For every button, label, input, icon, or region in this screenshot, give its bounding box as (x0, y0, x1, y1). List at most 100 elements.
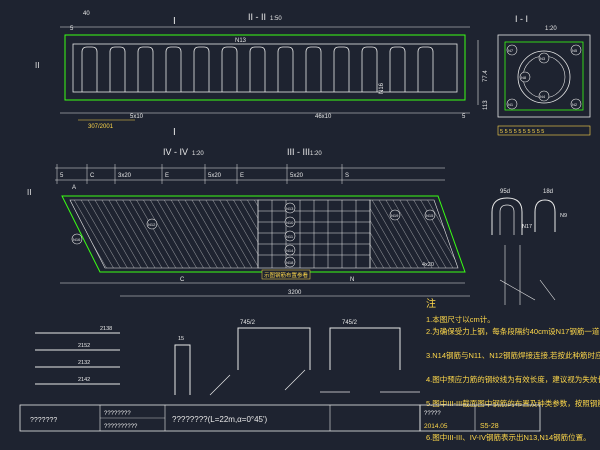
hook-b-label: 18d (543, 189, 553, 195)
plan-tag: N19 (389, 209, 401, 221)
plan-title-2-scale: 1:20 (310, 151, 322, 157)
plan-dim-label: C (90, 173, 95, 179)
section-I-dim-row (497, 125, 591, 136)
bottom-section-mark: I (173, 127, 176, 138)
svg-text:N19: N19 (391, 213, 399, 218)
plan-tag: N16 (71, 233, 83, 245)
plan-dim-label: 3x20 (118, 173, 132, 179)
top-bay (221, 46, 238, 92)
note-4: 4.图中预应力筋的钢绞线为有效长度，建议视为失效长度。 (426, 374, 600, 384)
svg-text:N11: N11 (286, 234, 294, 239)
top-bay (193, 46, 210, 92)
side-dim-113: 113 (483, 100, 489, 110)
plan-dim-label: 5x20 (208, 173, 222, 179)
top-dim-40: 40 (83, 11, 90, 17)
section-tag: N8 (519, 71, 531, 83)
svg-text:N13: N13 (286, 206, 294, 211)
side-dim-77: 77.4 (483, 70, 489, 82)
top-bay (137, 46, 154, 92)
notes-panel: 注 1.本图尺寸以cm计。 2.为确保受力上钢，每条段隔约40cm设N17钢筋一… (426, 297, 600, 442)
hook-a-label: 95d (500, 189, 510, 195)
plan-tag: N13 (284, 202, 296, 214)
top-bay (109, 46, 126, 92)
section-I-outline (497, 34, 591, 118)
top-bay (305, 46, 322, 92)
bar-dim-1: 2138 (100, 326, 112, 332)
svg-text:N15: N15 (426, 213, 434, 218)
bar-dim-2: 2152 (78, 343, 90, 349)
notes-heading: 注 (426, 297, 436, 310)
plan-right-hatch (369, 199, 459, 269)
plan-right-dim: 4x20 (422, 262, 434, 268)
plan-title: IV - IV (163, 147, 188, 157)
drawing-title: ????????(L=22m,α=0°45') (172, 415, 268, 424)
plan-title-scale: 1:20 (192, 151, 204, 157)
note-3: 3.N14钢筋与N11、N12钢筋焊接连接,若按此种筋时应按钢筋,按照示图设置。 (426, 350, 600, 360)
plan-tag: N15 (424, 209, 436, 221)
note-1: 1.本图尺寸以cm计。 (426, 314, 495, 324)
plan-dim-label: E (240, 173, 244, 179)
section-tag: N3 (538, 52, 550, 64)
plan-left-hatch (69, 199, 259, 269)
plan-label-A: A (72, 185, 76, 191)
top-dim-5: 5 (70, 26, 74, 32)
top-view-title: II - II (248, 12, 266, 22)
bar-dim-4: 2142 (78, 377, 90, 383)
tag-N13: N13 (235, 38, 247, 44)
top-dim-46x10: 46x10 (315, 114, 332, 120)
section-tag: N2 (570, 98, 582, 110)
title-cell-mid-top: ???????? (104, 411, 131, 417)
left-section-mark: II (35, 61, 39, 70)
top-bay (361, 46, 378, 92)
bar-label-745-a: 745/2 (240, 320, 256, 326)
top-bay (277, 46, 294, 92)
title-block: ??????? ???????? ?????????? ????????(L=2… (19, 404, 541, 432)
plan-outline (61, 195, 466, 273)
svg-text:N10: N10 (286, 220, 294, 225)
sheet-label: ????? (424, 411, 441, 417)
top-bay (389, 46, 406, 92)
svg-text:N1: N1 (508, 102, 514, 107)
note-6: 6.图中III-III、IV-IV钢筋表示出N13,N14钢筋位置。 (426, 432, 591, 442)
section-I-rebar-cage (504, 41, 584, 111)
svg-text:N18: N18 (286, 260, 294, 265)
top-bottom-note: 307/2001 (88, 124, 114, 130)
svg-text:N16: N16 (73, 237, 81, 242)
svg-text:N4: N4 (540, 94, 546, 99)
bar-details: 2138 2152 2132 2142 15 745/2 745/2 (35, 320, 420, 396)
plan-tag: N18 (284, 256, 296, 268)
svg-text:N8: N8 (521, 75, 527, 80)
section-tag: N7 (506, 44, 518, 56)
plan-tag: N12 (146, 218, 158, 230)
section-tag: N1 (506, 98, 518, 110)
note-5: 5.图中III-III截面图中钢筋的布置及种类参数，按照钢筋布置图。 (426, 398, 600, 408)
sheet-number: S5-28 (480, 423, 499, 430)
top-dim-end: 5 (462, 114, 466, 120)
top-view-title-scale: 1:50 (270, 16, 282, 22)
plan-dim-label: S (345, 173, 349, 179)
section-I-bottom-dims: 5 5 5 5 5 5 5 5 5 5 (500, 129, 544, 135)
top-bay (165, 46, 182, 92)
top-bay (333, 46, 350, 92)
section-I-hollow-core (517, 50, 571, 104)
top-view-bays (81, 46, 434, 92)
section-I-scale: 1:20 (545, 26, 557, 32)
svg-text:N5: N5 (572, 48, 578, 53)
plan-bottom-C: C (180, 277, 185, 283)
plan-title-2: III - III (287, 147, 310, 157)
plan-bottom-N: N (350, 277, 354, 283)
top-bay (81, 46, 98, 92)
hook-tag-a: N17 (522, 224, 532, 230)
plan-dim-label: 5 (60, 173, 64, 179)
hook-details: 95d 18d N17 N9 (491, 189, 567, 305)
plan-dim-label: E (165, 173, 169, 179)
bar-label-15: 15 (178, 336, 184, 342)
top-section-mark: I (173, 16, 176, 27)
svg-text:N7: N7 (508, 48, 514, 53)
bar-dim-3: 2132 (78, 360, 90, 366)
